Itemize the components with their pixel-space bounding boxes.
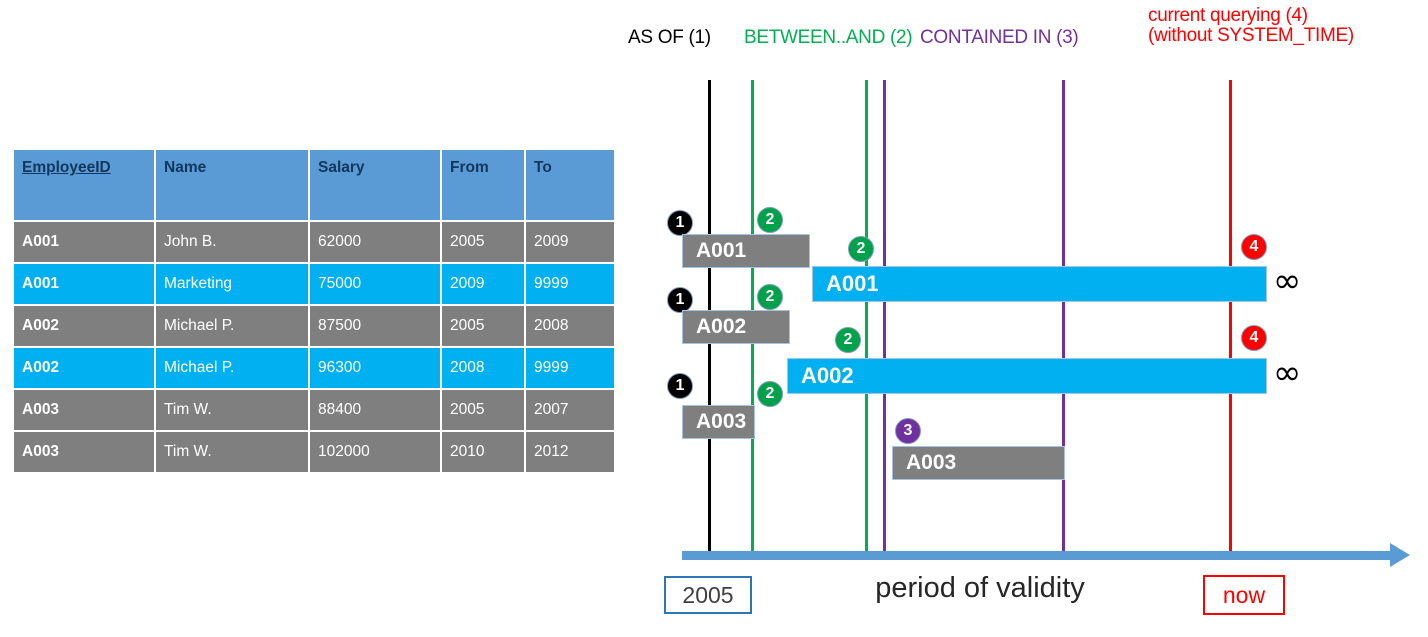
badge-as-of-a001: 1 (667, 210, 693, 236)
cell-employeeid: A003 (14, 432, 154, 472)
cell-from: 2005 (442, 306, 524, 346)
infinity-icon-a002: ∞ (1273, 353, 1302, 393)
infinity-icon-a001: ∞ (1273, 261, 1302, 301)
cell-employeeid: A002 (14, 348, 154, 388)
legend-as-of: AS OF (1) (628, 27, 711, 48)
query-line-contained-start (883, 80, 886, 560)
badge-current-a002: 4 (1241, 325, 1267, 351)
column-header-to-label: To (534, 159, 552, 176)
badge-between-a003: 2 (757, 381, 783, 407)
cell-salary: 96300 (310, 348, 440, 388)
legend-current-querying: current querying (4) (without SYSTEM_TIM… (1148, 6, 1354, 46)
cell-from: 2005 (442, 222, 524, 262)
cell-name: Michael P. (156, 348, 308, 388)
legend-contained-in: CONTAINED IN (3) (920, 27, 1079, 48)
table-row: A003 Tim W. 88400 2005 2007 (14, 390, 614, 430)
table-row: A001 John B. 62000 2005 2009 (14, 222, 614, 262)
cell-name: Michael P. (156, 306, 308, 346)
axis-now-box: now (1203, 575, 1285, 615)
cell-to: 9999 (526, 348, 614, 388)
cell-name: John B. (156, 222, 308, 262)
period-bar-a002-current: A002 (787, 358, 1267, 394)
period-bar-a002-historical: A002 (682, 310, 790, 344)
table-row: A003 Tim W. 102000 2010 2012 (14, 432, 614, 472)
badge-between-a002-gray: 2 (757, 284, 783, 310)
cell-salary: 102000 (310, 432, 440, 472)
timeline-arrow-icon (1390, 543, 1410, 567)
axis-start-year-box: 2005 (664, 576, 752, 614)
query-line-between-end (865, 80, 868, 560)
query-line-contained-end (1062, 80, 1065, 560)
table-row: A001 Marketing 75000 2009 9999 (14, 264, 614, 304)
badge-contained-a003: 3 (895, 418, 921, 444)
period-bar-a001-current: A001 (812, 266, 1267, 302)
table-header-row: EmployeeID Name Salary From To (14, 150, 614, 220)
legend-current-line1: current querying (4) (1148, 5, 1308, 26)
employee-history-table: EmployeeID Name Salary From To A001 John… (12, 148, 616, 474)
column-header-salary-label: Salary (318, 159, 365, 176)
badge-as-of-a003: 1 (667, 373, 693, 399)
cell-name: Marketing (156, 264, 308, 304)
cell-to: 2009 (526, 222, 614, 262)
cell-salary: 62000 (310, 222, 440, 262)
period-bar-a003-first: A003 (682, 405, 755, 439)
column-header-employeeid: EmployeeID (14, 150, 154, 220)
cell-employeeid: A001 (14, 222, 154, 262)
column-header-name: Name (156, 150, 308, 220)
column-header-name-label: Name (164, 159, 207, 176)
column-header-to: To (526, 150, 614, 220)
cell-name: Tim W. (156, 390, 308, 430)
badge-between-a001-blue: 2 (848, 236, 874, 262)
cell-name: Tim W. (156, 432, 308, 472)
cell-salary: 87500 (310, 306, 440, 346)
period-bar-a003-second: A003 (892, 446, 1065, 480)
cell-to: 9999 (526, 264, 614, 304)
cell-from: 2009 (442, 264, 524, 304)
cell-salary: 88400 (310, 390, 440, 430)
query-line-now (1229, 80, 1232, 560)
legend-between-and: BETWEEN..AND (2) (744, 27, 913, 48)
badge-between-a002-blue: 2 (835, 327, 861, 353)
badge-between-a001-gray: 2 (757, 207, 783, 233)
cell-salary: 75000 (310, 264, 440, 304)
column-header-from-label: From (450, 159, 489, 176)
cell-employeeid: A003 (14, 390, 154, 430)
cell-employeeid: A002 (14, 306, 154, 346)
cell-from: 2008 (442, 348, 524, 388)
table-row: A002 Michael P. 96300 2008 9999 (14, 348, 614, 388)
cell-employeeid: A001 (14, 264, 154, 304)
cell-to: 2007 (526, 390, 614, 430)
cell-from: 2010 (442, 432, 524, 472)
badge-as-of-a002: 1 (667, 287, 693, 313)
cell-to: 2008 (526, 306, 614, 346)
timeline-axis (682, 551, 1394, 560)
cell-to: 2012 (526, 432, 614, 472)
table-row: A002 Michael P. 87500 2005 2008 (14, 306, 614, 346)
cell-from: 2005 (442, 390, 524, 430)
legend-current-line2: (without SYSTEM_TIME) (1148, 24, 1354, 46)
column-header-salary: Salary (310, 150, 440, 220)
temporal-query-diagram: AS OF (1) BETWEEN..AND (2) CONTAINED IN … (620, 0, 1428, 637)
column-header-from: From (442, 150, 524, 220)
axis-center-label: period of validity (875, 572, 1085, 604)
badge-current-a001: 4 (1241, 234, 1267, 260)
period-bar-a001-historical: A001 (682, 234, 810, 268)
column-header-employeeid-label: EmployeeID (22, 159, 111, 176)
